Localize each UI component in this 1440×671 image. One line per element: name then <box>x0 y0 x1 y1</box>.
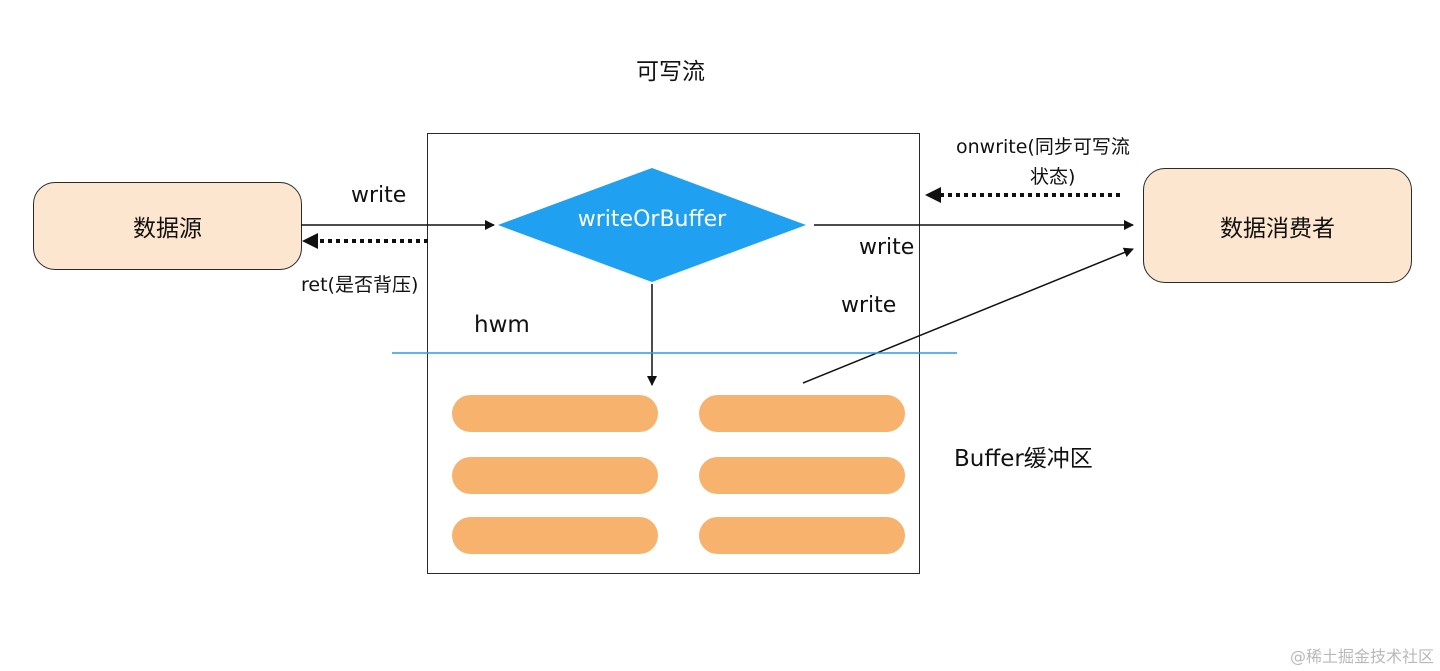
label-onwrite-line1: onwrite(同步可写流 <box>956 136 1130 158</box>
decision-label: writeOrBuffer <box>577 207 727 232</box>
label-hwm: hwm <box>474 312 530 338</box>
edge-onwrite-arrowhead <box>925 187 941 203</box>
buffer-chunk <box>699 395 905 432</box>
buffer-chunk <box>452 395 658 432</box>
buffer-chunk <box>452 517 658 554</box>
buffer-chunk <box>699 457 905 494</box>
decision-diamond <box>498 168 806 282</box>
buffer-chunk <box>699 517 905 554</box>
edge-ret-arrowhead <box>302 233 318 249</box>
diagram-title: 可写流 <box>636 59 705 85</box>
label-ret: ret(是否背压) <box>301 274 419 296</box>
label-write-from-buffer: write <box>841 293 897 318</box>
source-node-label: 数据源 <box>133 216 202 242</box>
source-node: 数据源 <box>33 182 302 270</box>
label-write-out: write <box>859 235 915 260</box>
label-onwrite-line2: 状态) <box>1030 166 1076 188</box>
edge-buffer-write <box>802 247 1134 384</box>
watermark: @稀土掘金技术社区 <box>1289 647 1434 666</box>
consumer-node: 数据消费者 <box>1143 168 1412 283</box>
buffer-chunk <box>452 457 658 494</box>
consumer-node-label: 数据消费者 <box>1220 215 1335 242</box>
label-buffer: Buffer缓冲区 <box>954 446 1093 472</box>
label-write-in: write <box>351 183 407 208</box>
